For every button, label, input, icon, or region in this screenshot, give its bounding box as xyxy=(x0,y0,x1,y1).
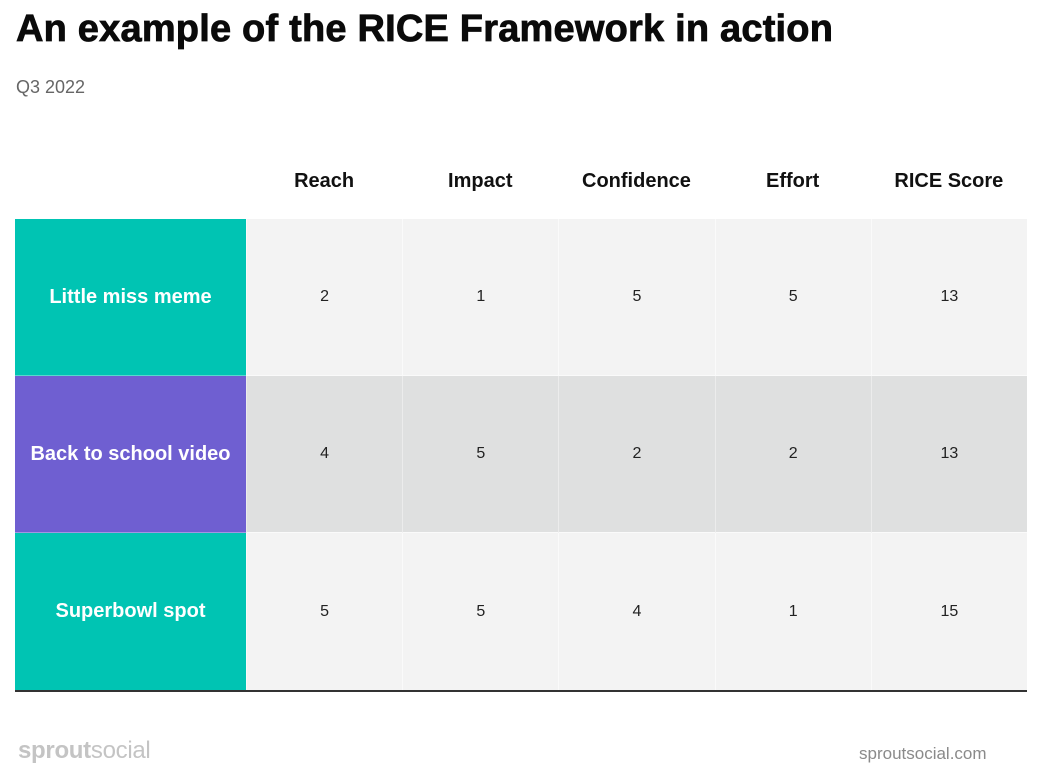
column-header-effort: Effort xyxy=(765,170,820,192)
cell-rice-score: 15 xyxy=(870,533,1027,690)
cell-impact: 5 xyxy=(402,533,559,690)
row-label: Back to school video xyxy=(15,376,246,533)
table-row: Little miss meme 2 1 5 5 13 xyxy=(15,219,1027,376)
column-header-confidence: Confidence xyxy=(582,170,691,192)
page-subtitle: Q3 2022 xyxy=(16,77,86,97)
rice-table: Little miss meme 2 1 5 5 13 Back to scho… xyxy=(15,219,1027,692)
footer-url: sproutsocial.com xyxy=(859,744,987,763)
cell-rice-score: 13 xyxy=(870,219,1027,376)
cell-rice-score: 13 xyxy=(870,376,1027,533)
sproutsocial-logo: sproutsocial xyxy=(18,737,151,765)
cell-effort: 2 xyxy=(714,376,871,533)
table-row: Superbowl spot 5 5 4 1 15 xyxy=(15,533,1027,690)
column-header-rice-score: RICE Score xyxy=(894,170,1004,192)
column-headers: Reach Impact Confidence Effort RICE Scor… xyxy=(246,165,1027,197)
column-header-reach: Reach xyxy=(294,170,355,192)
cell-confidence: 4 xyxy=(558,533,715,690)
cell-effort: 5 xyxy=(714,219,871,376)
logo-bold-text: sprout xyxy=(18,737,91,764)
cell-impact: 1 xyxy=(402,219,559,376)
table-row: Back to school video 4 5 2 2 13 xyxy=(15,376,1027,533)
cell-confidence: 5 xyxy=(558,219,715,376)
cell-impact: 5 xyxy=(402,376,559,533)
row-label: Little miss meme xyxy=(15,219,246,376)
row-label: Superbowl spot xyxy=(15,533,246,690)
cell-confidence: 2 xyxy=(558,376,715,533)
cell-reach: 5 xyxy=(246,533,403,690)
cell-reach: 2 xyxy=(246,219,403,376)
cell-effort: 1 xyxy=(714,533,871,690)
cell-reach: 4 xyxy=(246,376,403,533)
page-title: An example of the RICE Framework in acti… xyxy=(16,8,834,51)
logo-light-text: social xyxy=(90,737,151,764)
column-header-impact: Impact xyxy=(448,170,513,192)
